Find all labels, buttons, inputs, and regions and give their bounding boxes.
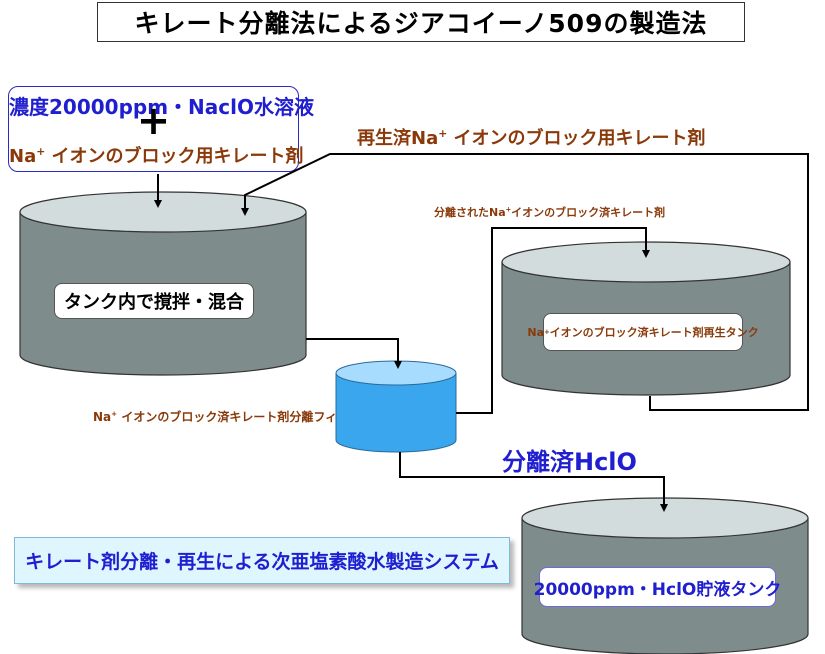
separation-filter [335, 360, 457, 453]
mixing-tank-top [19, 191, 307, 233]
system-caption: キレート剤分離・再生による次亜塩素酸水製造システム [14, 537, 510, 584]
arrow-regenerated-return [241, 153, 809, 411]
mixing-tank-label: タンク内で撹拌・混合 [54, 283, 254, 319]
filter-label: Na+ イオンのブロック済キレート剤分離フィルター [93, 409, 374, 424]
diagram-title: キレート分離法によるジアコイーノ509の製造法 [97, 2, 745, 42]
input-solution-label: 濃度20000ppm・NaclO水溶液 [9, 95, 314, 119]
input-chelate-label: Na+ イオンのブロック用キレート剤 [9, 145, 304, 167]
arrow-mixing-to-filter [306, 338, 402, 369]
plus-sign: + [136, 98, 171, 144]
regeneration-tank-label: Na+ イオンのブロック済キレート剤再生タンク [527, 313, 759, 351]
arrow-filter-to-regeneration [456, 227, 650, 414]
regenerated-chelate-label: 再生済Na+ イオンのブロック用キレート剤 [357, 127, 706, 149]
separated-product-label: 分離済HclO [502, 448, 637, 476]
filter-body [335, 372, 457, 453]
separated-chelate-label: 分離されたNa+イオンのブロック済キレート剤 [434, 205, 666, 219]
filter-top [335, 360, 457, 386]
arrow-filter-to-storage [399, 452, 668, 512]
input-box: 濃度20000ppm・NaclO水溶液 + Na+ イオンのブロック用キレート剤 [8, 86, 314, 172]
storage-tank-label: 20000ppm・HclO貯液タンク [534, 567, 781, 607]
